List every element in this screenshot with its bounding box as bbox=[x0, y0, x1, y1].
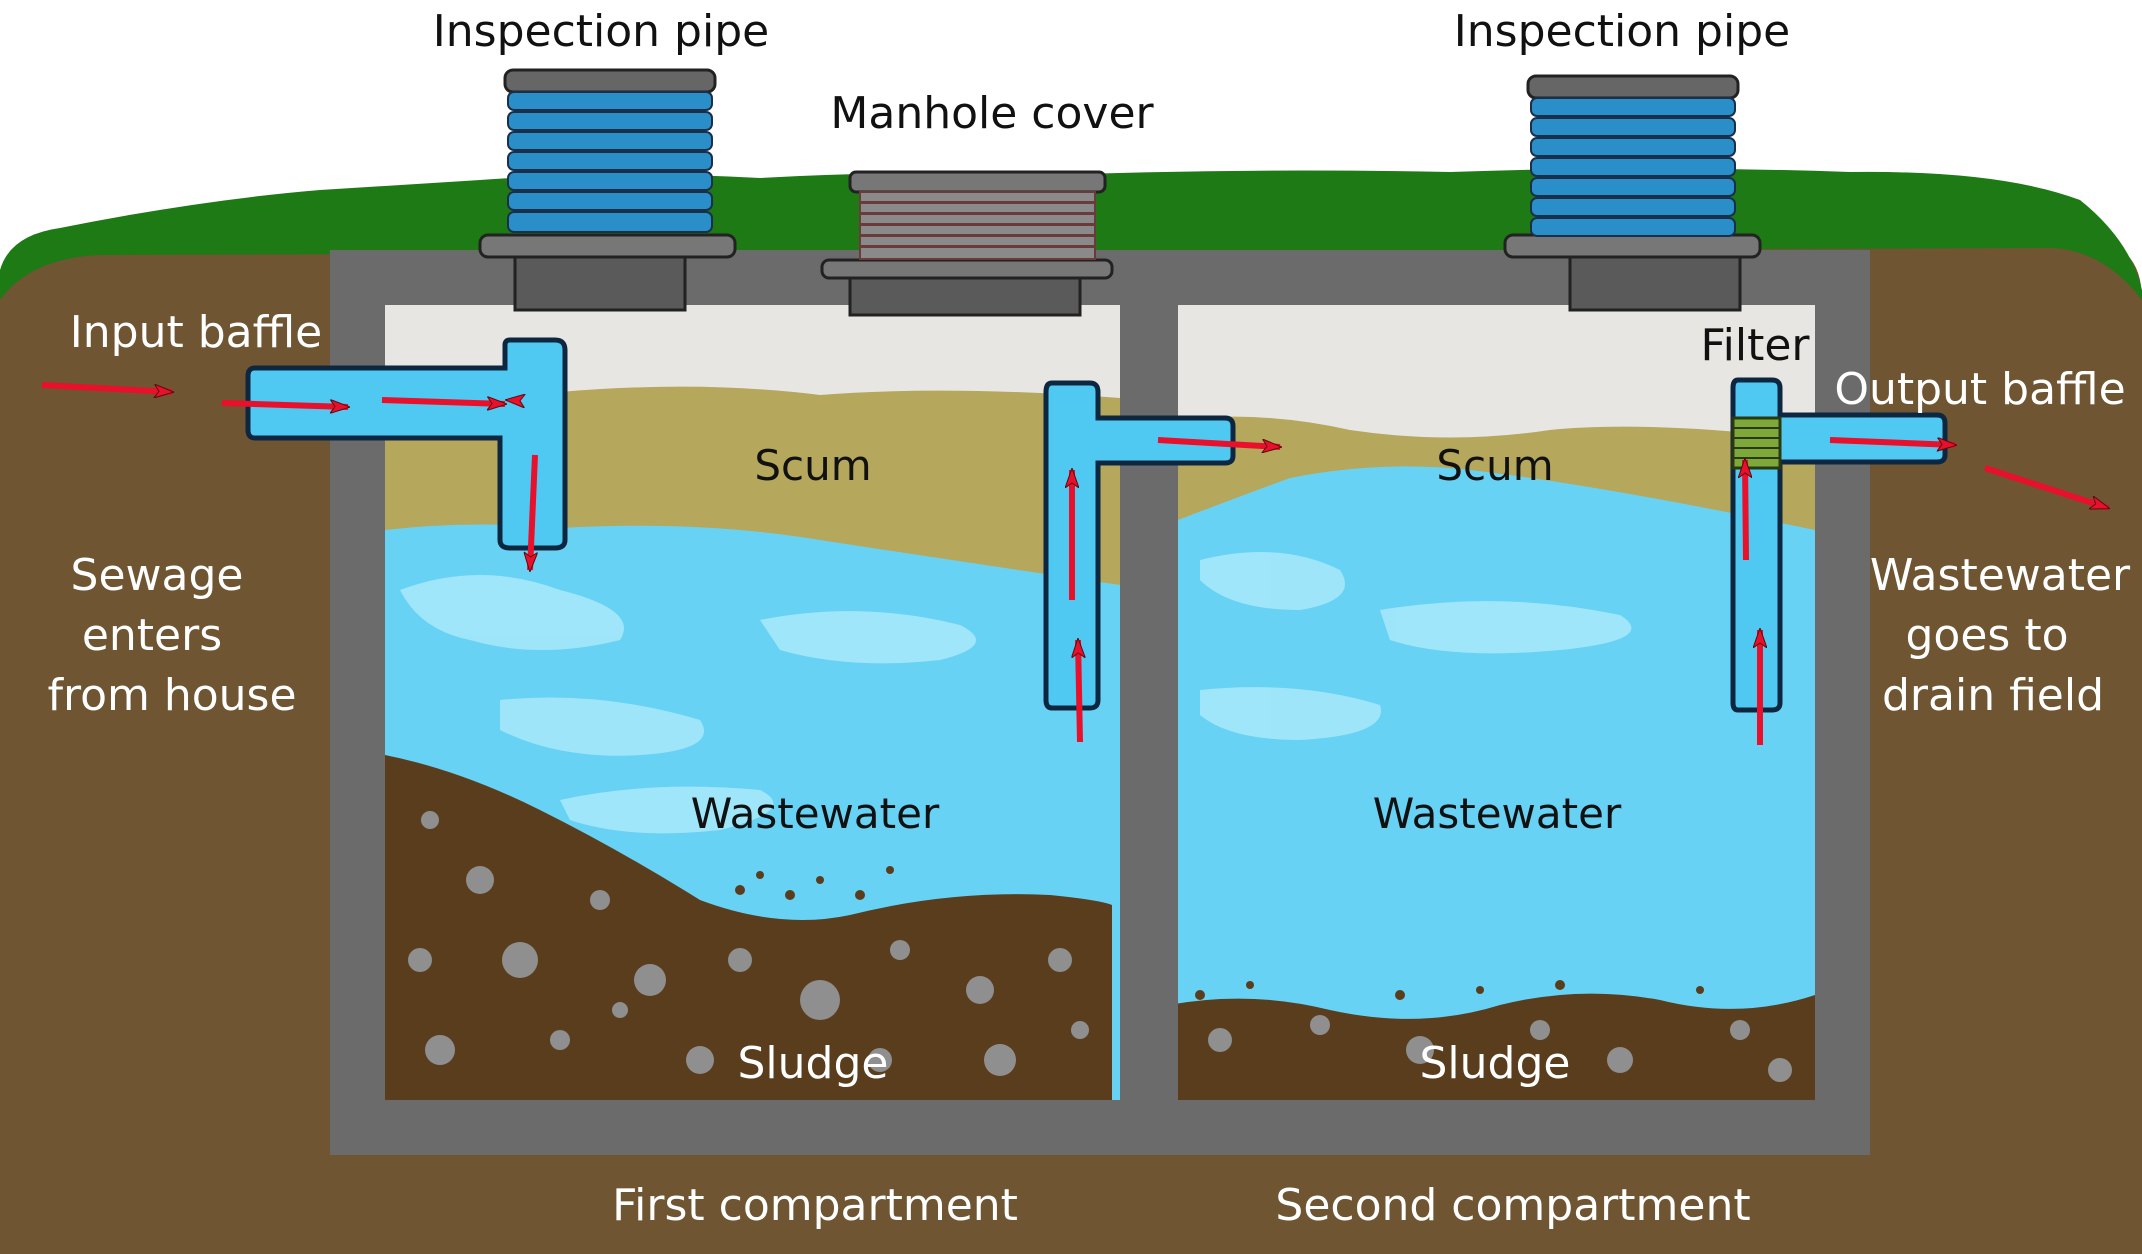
flow-arrows bbox=[41, 382, 2108, 745]
flow-arrow-icon bbox=[1829, 437, 1955, 445]
inspection-pipe-right-label: Inspection pipe bbox=[1454, 6, 1790, 57]
sludge-right-label: Sludge bbox=[1420, 1038, 1571, 1089]
sewage-label-line2: enters bbox=[82, 610, 222, 661]
flow-arrow-icon bbox=[1745, 460, 1746, 561]
flow-arrow-icon bbox=[1984, 465, 2108, 511]
inspection-pipe-right-icon bbox=[1503, 74, 1762, 312]
sludge-stones bbox=[408, 811, 1792, 1082]
wastewater-right-label: Wastewater bbox=[1373, 789, 1622, 838]
inspection-pipe-left-label: Inspection pipe bbox=[433, 6, 769, 57]
water-highlights bbox=[400, 552, 1632, 834]
sludge-right bbox=[1168, 993, 1815, 1100]
manhole-cover-icon bbox=[820, 170, 1114, 317]
first-compartment-label: First compartment bbox=[612, 1180, 1018, 1231]
drain-label-line2: goes to bbox=[1905, 610, 2068, 661]
flow-arrow-icon bbox=[221, 403, 348, 407]
input-baffle-label: Input baffle bbox=[70, 307, 322, 358]
flow-arrow-icon bbox=[530, 454, 538, 570]
sewage-label-line3: from house bbox=[47, 670, 296, 721]
wastewater-right bbox=[1178, 466, 1815, 1100]
second-compartment-label: Second compartment bbox=[1275, 1180, 1750, 1231]
scum-right-label: Scum bbox=[1436, 441, 1553, 490]
compartment-divider bbox=[1120, 250, 1178, 1100]
flow-arrow-icon bbox=[1157, 437, 1280, 447]
sludge-left bbox=[385, 755, 1112, 1100]
inspection-pipe-left-icon bbox=[478, 68, 737, 312]
output-baffle-pipe bbox=[1730, 377, 1948, 713]
sewage-label-line1: Sewage bbox=[71, 550, 244, 601]
sludge-particles bbox=[735, 866, 1704, 1000]
output-baffle-label: Output baffle bbox=[1834, 364, 2125, 415]
wastewater-left-label: Wastewater bbox=[691, 789, 940, 838]
flow-arrow-icon bbox=[41, 382, 172, 392]
sludge-left-label: Sludge bbox=[738, 1038, 889, 1089]
filter-icon bbox=[1731, 416, 1782, 470]
drain-label-line3: drain field bbox=[1882, 670, 2104, 721]
input-baffle-pipe bbox=[245, 337, 568, 551]
drain-label-line1: Wastewater bbox=[1870, 550, 2131, 601]
filter-label: Filter bbox=[1701, 320, 1811, 371]
flow-arrow-icon bbox=[1078, 640, 1080, 743]
manhole-cover-label: Manhole cover bbox=[830, 88, 1154, 139]
transfer-baffle-pipe bbox=[1043, 380, 1236, 711]
scum-left-label: Scum bbox=[754, 441, 871, 490]
flow-arrow-icon bbox=[381, 400, 505, 404]
